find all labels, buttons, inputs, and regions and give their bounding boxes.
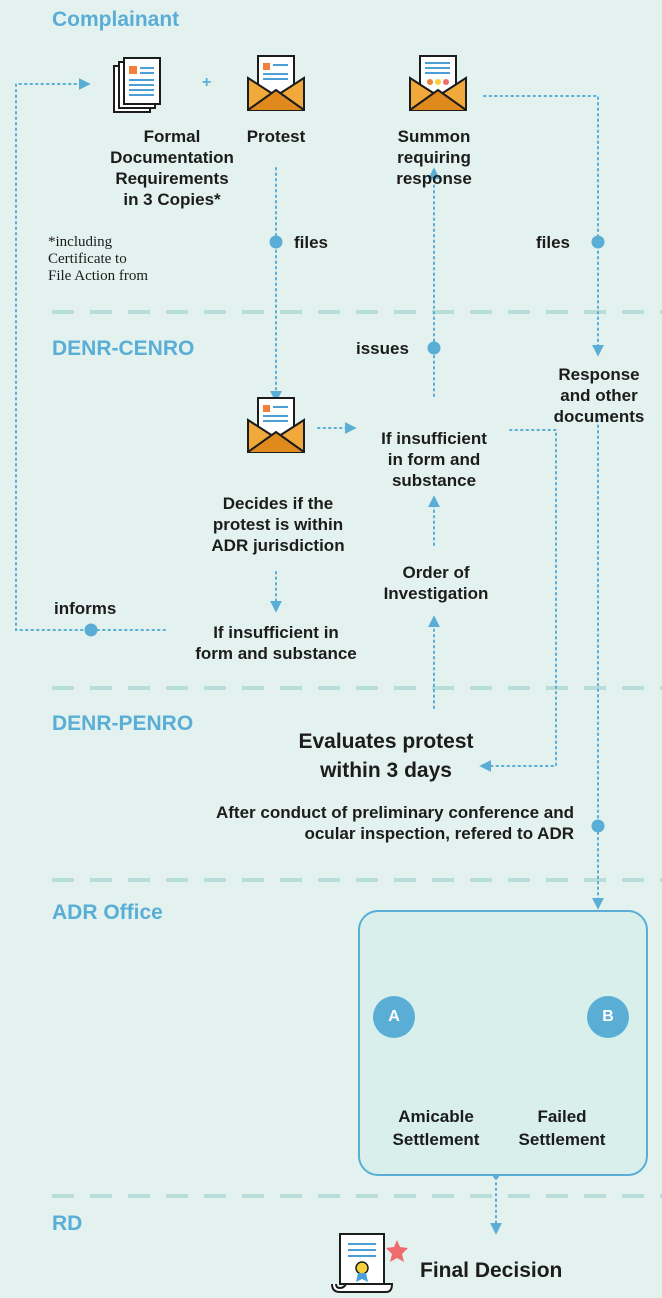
informs-label: informs	[54, 599, 117, 618]
formal-documentation-label: Formal Documentation Requirements in 3 C…	[110, 127, 234, 209]
decides-jurisdiction-label: Decides if the protest is within ADR jur…	[211, 494, 345, 555]
certificate-icon	[331, 1233, 394, 1293]
envelope-letter-icon-summon	[409, 55, 467, 111]
dot-informs	[84, 623, 98, 637]
section-title-complainant: Complainant	[52, 8, 180, 31]
option-badge-b: B	[587, 996, 629, 1038]
files-label-right: files	[536, 233, 571, 252]
dot-files-right	[591, 235, 605, 249]
protest-label: Protest	[246, 127, 306, 146]
section-title-adr-office: ADR Office	[52, 901, 163, 924]
section-title-rd: RD	[52, 1212, 83, 1235]
response-documents-label: Response and other documents	[553, 365, 645, 426]
files-label-left: files	[294, 233, 329, 252]
amicable-settlement-label: Amicable Settlement	[392, 1107, 480, 1149]
adr-process-box	[358, 910, 648, 1176]
section-title-denr-cenro: DENR-CENRO	[52, 337, 195, 360]
dot-adr-referral	[591, 819, 605, 833]
issues-label: issues	[356, 339, 409, 358]
section-title-denr-penro: DENR-PENRO	[52, 712, 194, 735]
plus-sign: +	[202, 74, 212, 91]
adr-referral-label: After conduct of preliminary conference …	[215, 803, 574, 843]
footnote-text: *including Certificate to File Action fr…	[48, 234, 148, 284]
failed-settlement-label: Failed Settlement	[518, 1107, 606, 1149]
connector-summon-response	[483, 95, 604, 357]
dot-files-left	[269, 235, 283, 249]
dot-issues	[427, 341, 441, 355]
envelope-letter-icon-decides	[247, 397, 305, 453]
evaluates-protest-label: Evaluates protest within 3 days	[298, 730, 474, 782]
option-badge-a: A	[373, 996, 415, 1038]
final-decision-label: Final Decision	[420, 1259, 563, 1282]
star-icon	[386, 1240, 408, 1262]
insufficient-label-bottom: If insufficient in form and substance	[195, 623, 357, 663]
insufficient-label-top: If insufficient in form and substance	[381, 429, 487, 490]
connector-insufficient-evaluate	[479, 429, 557, 772]
envelope-letter-icon-protest	[247, 55, 305, 111]
order-of-investigation-label: Order of Investigation	[383, 563, 489, 603]
summon-label: Summon requiring response	[396, 127, 472, 188]
document-stack-icon	[113, 57, 161, 113]
